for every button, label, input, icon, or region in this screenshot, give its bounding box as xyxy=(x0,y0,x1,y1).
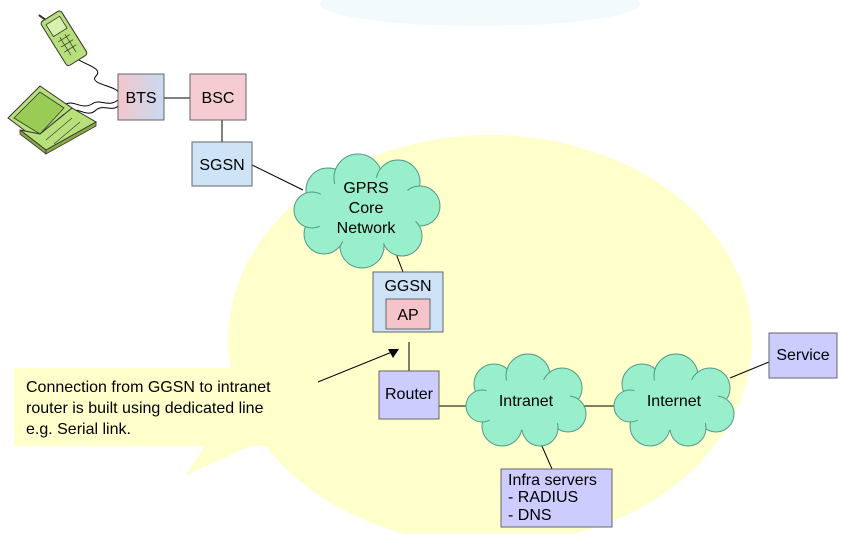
router-node: Router xyxy=(378,370,440,420)
sgsn-node: SGSN xyxy=(191,141,253,187)
callout-line-1: Connection from GGSN to intranet xyxy=(26,379,271,396)
internet-cloud: Internet xyxy=(613,353,735,447)
infra-servers-line-1: Infra servers xyxy=(508,472,597,489)
sgsn-label: SGSN xyxy=(199,157,244,174)
bts-label: BTS xyxy=(125,90,156,107)
connectors xyxy=(65,54,770,470)
callout-line-3: e.g. Serial link. xyxy=(26,421,131,438)
intranet-label: Intranet xyxy=(499,393,554,410)
callout-bubble xyxy=(14,368,335,476)
infra-servers-line-2: - RADIUS xyxy=(508,489,578,506)
intranet-cloud: Intranet xyxy=(465,353,587,447)
infra-servers-node: Infra servers - RADIUS - DNS xyxy=(500,468,613,528)
gprs-core-line-1: GPRS xyxy=(343,180,388,197)
service-label: Service xyxy=(776,347,829,364)
laptop-icon xyxy=(7,85,98,155)
callout-arrow xyxy=(317,349,399,383)
infra-servers-line-3: - DNS xyxy=(508,507,552,524)
mobile-phone-icon xyxy=(38,10,88,67)
callout-line-2: router is built using dedicated line xyxy=(26,400,264,417)
internet-label: Internet xyxy=(647,393,702,410)
callout-text: Connection from GGSN to intranet router … xyxy=(26,379,271,438)
bsc-label: BSC xyxy=(202,90,235,107)
router-label: Router xyxy=(385,386,434,403)
ap-node xyxy=(385,298,431,330)
ggsn-label: GGSN xyxy=(384,278,431,295)
gprs-core-network-cloud: GPRS Core Network xyxy=(293,153,441,269)
bsc-node: BSC xyxy=(189,73,247,121)
top-faint-region xyxy=(320,0,640,26)
gprs-core-line-2: Core xyxy=(349,200,384,217)
bts-node: BTS xyxy=(117,73,165,121)
service-node: Service xyxy=(768,332,838,379)
ap-label: AP xyxy=(397,307,418,324)
ggsn-node: GGSN AP xyxy=(372,271,444,333)
gprs-core-line-3: Network xyxy=(337,220,397,237)
